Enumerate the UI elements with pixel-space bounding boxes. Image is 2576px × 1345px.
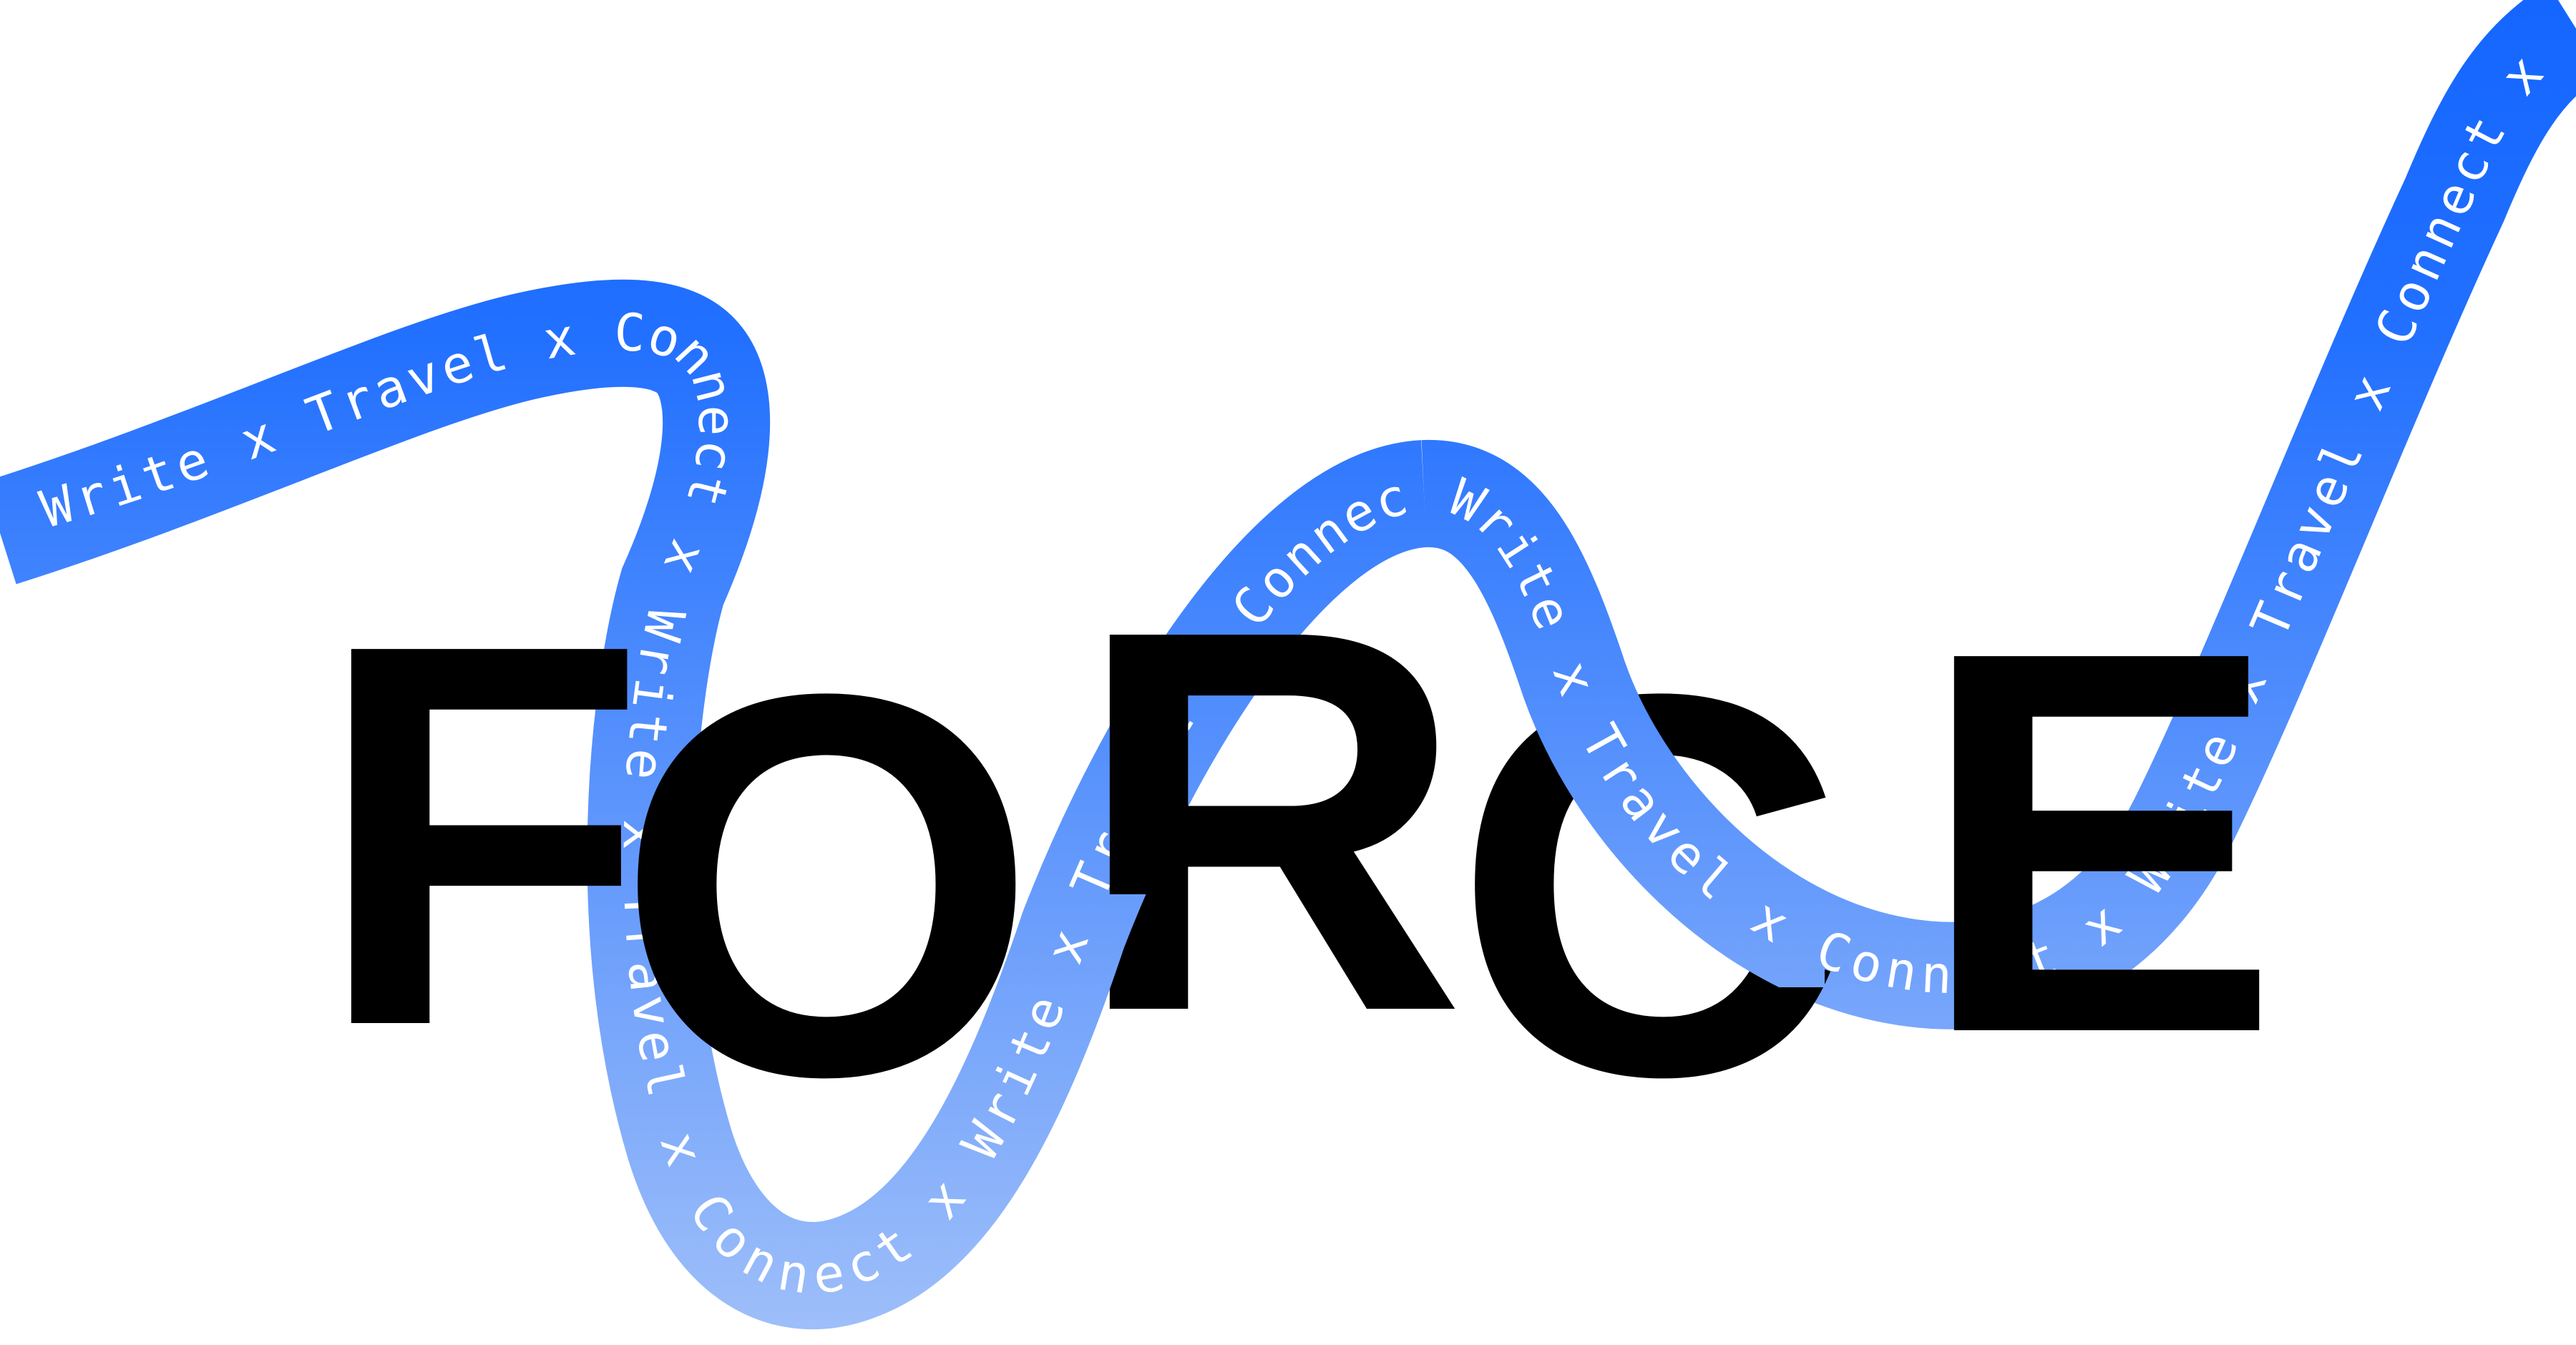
wordmark-letter-f: F [315,532,647,1139]
wordmark-letter-e: E [1918,539,2280,1146]
wordmark-forge: F O R C E [315,517,2280,1189]
wordmark-letter-r: R [1073,517,1466,1125]
wordmark-letter-o: O [615,582,1038,1189]
